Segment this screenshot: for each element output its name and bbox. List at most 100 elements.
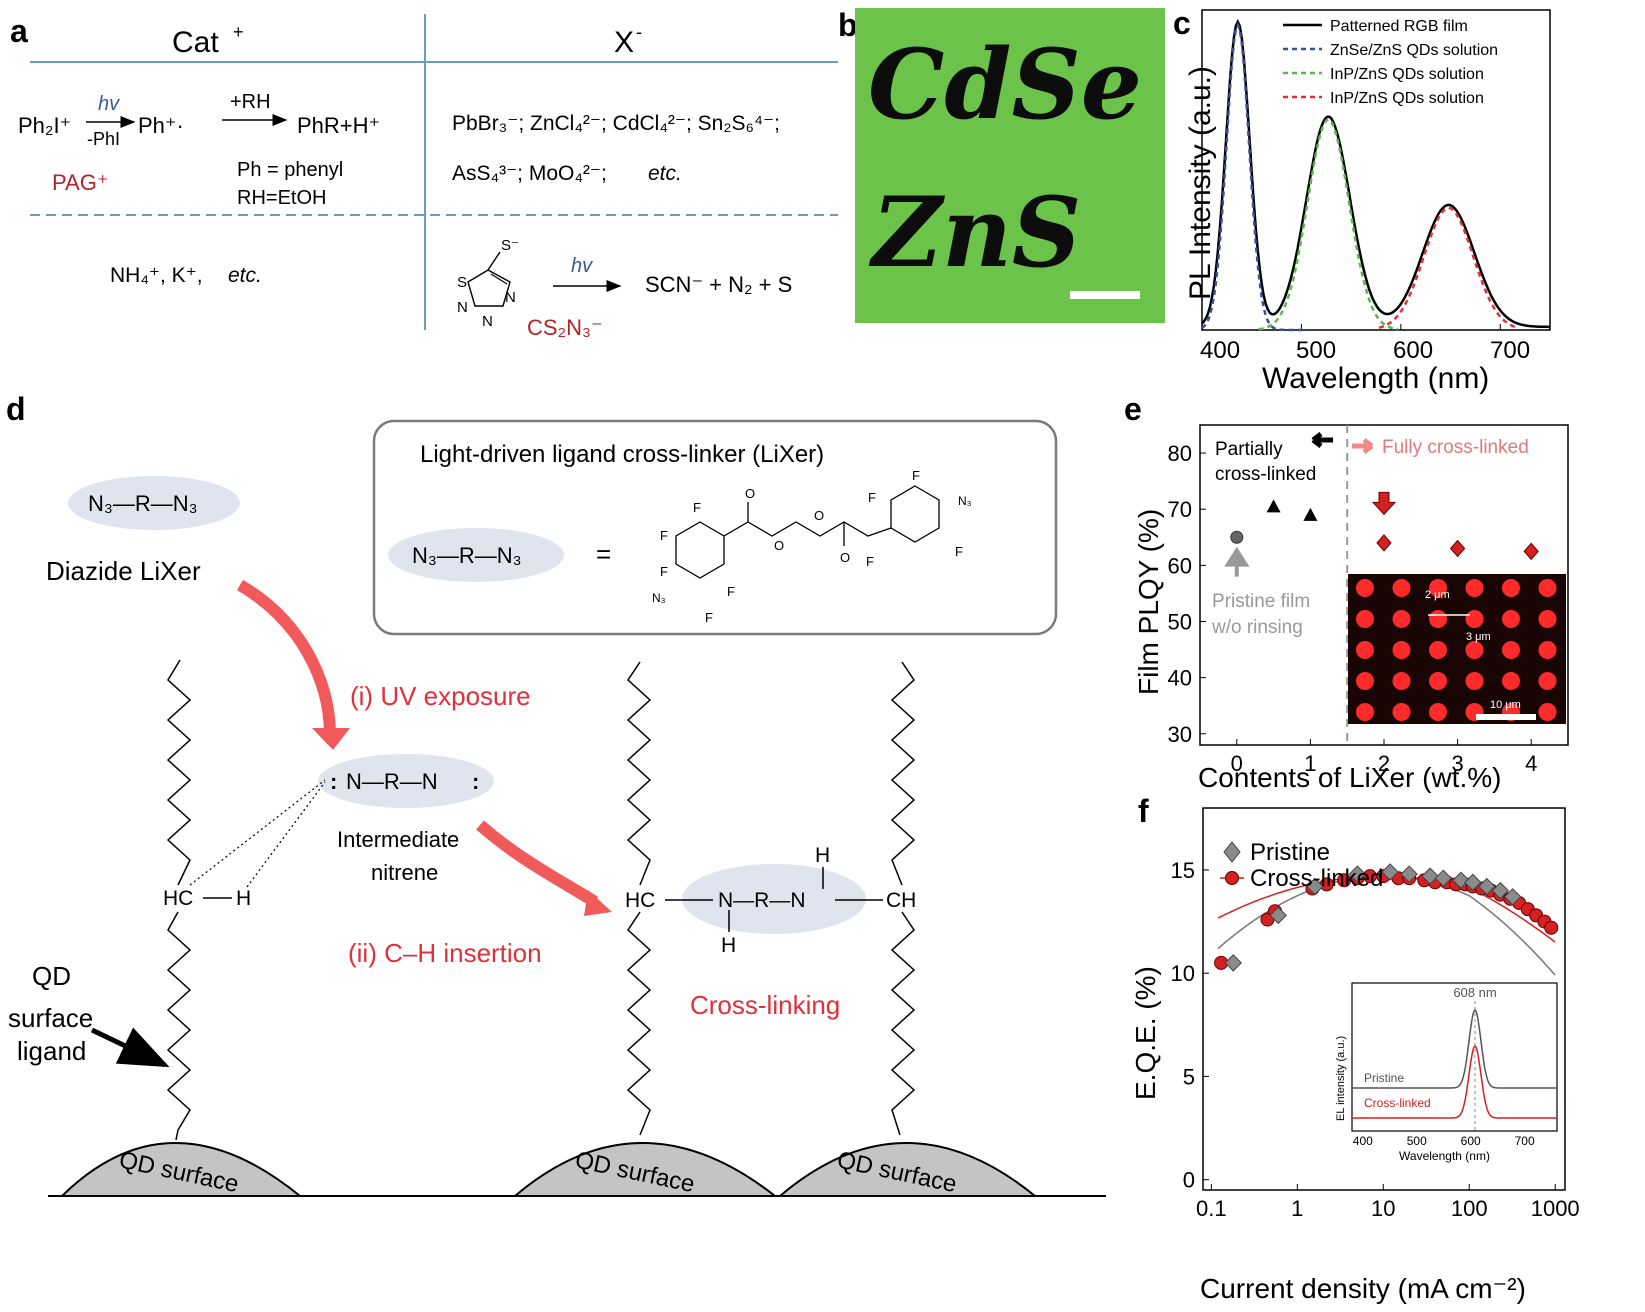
c-frame: [1201, 9, 1551, 331]
legend-label-1: Patterned RGB film: [1330, 18, 1468, 35]
e-inset-dot: [1429, 610, 1447, 628]
intermediate-label: Intermediate: [337, 827, 459, 852]
e-ytick-label: 80: [1168, 441, 1192, 466]
e-point-full: [1523, 542, 1539, 561]
f-legend-crosslinked-label: Cross-linked: [1250, 865, 1383, 892]
e-pristine-label-1: Pristine film: [1212, 591, 1310, 612]
crosslink-ellipse: [682, 864, 866, 934]
legend-label-4: InP/ZnS QDs solution: [1330, 90, 1484, 107]
rh-definition: RH=EtOH: [237, 187, 326, 209]
atom-o-1: O: [745, 486, 755, 501]
e-inset-dot: [1465, 610, 1484, 628]
e-inset-dot: [1429, 703, 1447, 721]
f-point-pristine: [1452, 871, 1470, 889]
cs2n3-structure: S⁻ S N N N: [457, 237, 519, 330]
f-legend-pristine-label: Pristine: [1250, 839, 1330, 866]
e-xtick-label: 4: [1525, 751, 1537, 776]
x-header: X: [614, 26, 634, 59]
e-xtick-label: 1: [1304, 751, 1316, 776]
e-inset-dot: [1356, 672, 1374, 690]
ring-s-minus: S⁻: [501, 237, 519, 254]
f-xtick-label: 10: [1371, 1196, 1395, 1221]
pattern-word-cdse: CdSe: [868, 28, 1142, 141]
f-point-crosslinked: [1337, 873, 1352, 888]
f-point-pristine: [1269, 906, 1287, 925]
lixer-box: [372, 419, 1058, 636]
lixer-box-ellipse: [388, 528, 564, 582]
ph-definition: Ph = phenyl: [237, 159, 343, 181]
legend-label-2: ZnSe/ZnS QDs solution: [1330, 42, 1498, 59]
panel-label-b: b: [838, 7, 858, 43]
reactant: Ph₂I⁺: [18, 113, 71, 138]
lixer-box-formula: N₃—R—N₃: [412, 543, 522, 568]
e-ytick-label: 50: [1168, 609, 1192, 634]
e-xtick-label: 0: [1231, 751, 1243, 776]
e-inset-dot: [1356, 703, 1374, 721]
f-point-pristine: [1224, 954, 1242, 972]
crosslink-chain: N—R—N: [718, 889, 806, 912]
f-inset-curve-crosslinked: [1352, 1044, 1557, 1119]
e-inset-pitch-label: 3 μm: [1466, 631, 1491, 643]
anion-list-2: AsS₄³⁻; MoO₄²⁻;: [452, 162, 607, 185]
c-xlabel: Wavelength (nm): [1262, 362, 1489, 395]
e-inset-dot: [1538, 610, 1557, 628]
e-inset-image: [1348, 574, 1566, 724]
e-inset-scale-bar: [1476, 714, 1536, 720]
c-series-solution-2: [1258, 118, 1399, 331]
e-inset-dot: [1538, 579, 1557, 597]
f-legend-crosslinked-marker: [1225, 871, 1239, 885]
diazide-label: Diazide LiXer: [46, 556, 201, 586]
e-inset-dot: [1356, 610, 1374, 628]
ring-n1: N: [505, 289, 516, 306]
f-inset-xtick-label: 600: [1461, 1134, 1481, 1148]
f-point-pristine: [1434, 869, 1453, 887]
e-xtick-label: 3: [1451, 751, 1463, 776]
ligand-chain-mid-lower: [626, 911, 652, 1136]
f-point-pristine: [1478, 877, 1496, 896]
cation-list: NH₄⁺, K⁺,: [110, 264, 203, 287]
panel-label-c: c: [1173, 5, 1191, 41]
e-inset-dot: [1465, 579, 1484, 597]
f-point-pristine: [1464, 873, 1482, 892]
product: PhR+H⁺: [297, 113, 380, 138]
qd-ligand-label-2: surface: [8, 1003, 93, 1033]
e-right-arrow: [1352, 438, 1374, 454]
h-bottom: H: [721, 934, 736, 957]
h-label-left: H: [236, 887, 251, 910]
plus-rh: +RH: [230, 91, 271, 113]
f-point-pristine: [1421, 867, 1439, 885]
cat-header: Cat: [172, 26, 219, 59]
panel-c: c PL Intensity (a.u.) 400 500 600 700 Wa…: [1173, 5, 1551, 395]
e-ytick-label: 60: [1168, 553, 1192, 578]
e-pristine-arrow: [1224, 546, 1250, 577]
f-inset-ylabel: EL intensity (a.u.): [1335, 1036, 1347, 1121]
ring-n2: N: [457, 299, 468, 316]
e-pristine-label-2: w/o rinsing: [1211, 617, 1303, 638]
e-point-partial: [1303, 507, 1318, 521]
legend-label-3: InP/ZnS QDs solution: [1330, 66, 1484, 83]
e-inset-dot: [1429, 672, 1447, 690]
e-inset-dot: [1356, 579, 1374, 597]
lixer-molecule-atoms: F F F F F N₃ O O O O F F F F N₃: [652, 468, 972, 625]
f-point-pristine: [1503, 888, 1522, 906]
lixer-molecule: [675, 485, 940, 579]
e-inset-dot: [1502, 579, 1520, 597]
f-inset-xtick-label: 400: [1353, 1134, 1373, 1148]
e-ylabel: Film PLQY (%): [1133, 509, 1164, 695]
f-point-pristine: [1491, 881, 1510, 900]
e-inset-dot: [1538, 703, 1557, 721]
f-inset-xlabel: Wavelength (nm): [1399, 1149, 1490, 1163]
nitrene-colon-left: :: [330, 769, 337, 794]
ligand-chain-right-upper: [890, 661, 916, 886]
c-xtick-500: 500: [1296, 337, 1336, 364]
e-left-arrow: [1311, 432, 1333, 448]
hv-label-1: hv: [98, 93, 120, 115]
atom-f-8: F: [912, 468, 920, 483]
f-inset-label-crosslinked: Cross-linked: [1364, 1096, 1431, 1110]
e-left-label-1: Partially: [1215, 439, 1283, 460]
pattern-word-zns: ZnS: [868, 176, 1081, 289]
c-series-film: [1201, 18, 1550, 329]
f-xtick-label: 100: [1451, 1196, 1488, 1221]
ligand-chain-right-lower: [890, 911, 916, 1136]
